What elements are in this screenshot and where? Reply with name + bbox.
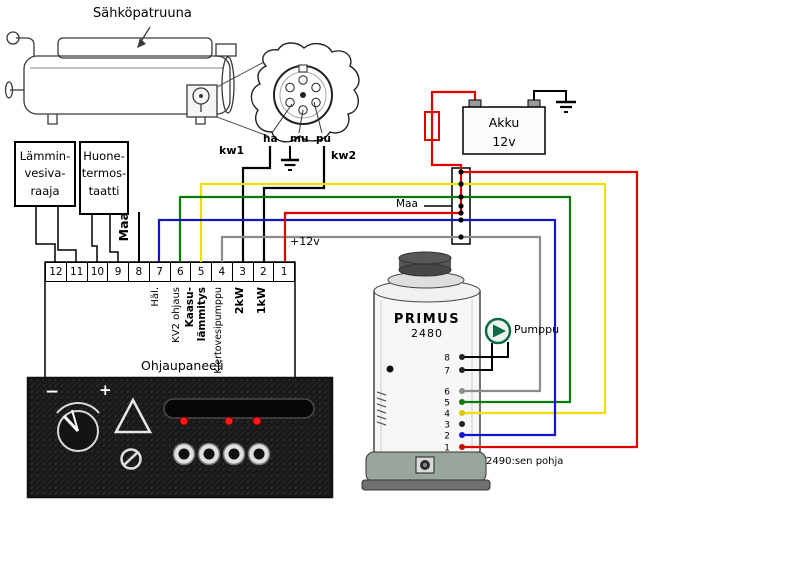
red-led xyxy=(179,416,189,426)
terminal-cell-8: 8 xyxy=(129,263,150,281)
terminal-cell-9: 9 xyxy=(108,263,129,281)
kw2-label: kw2 xyxy=(331,149,357,162)
boiler-terminal-4: 4 xyxy=(444,410,450,420)
terminal-cell-4: 4 xyxy=(212,263,233,281)
control-panel-drawing xyxy=(26,376,334,499)
boiler-label: PRIMUS 2480 xyxy=(387,313,467,339)
water-heater-line: raaja xyxy=(30,183,60,198)
plus12v-label: +12v xyxy=(290,235,320,248)
pump-wires xyxy=(464,342,509,371)
battery-label-line2: 12v xyxy=(492,133,516,149)
wire-gray xyxy=(220,235,542,393)
boiler-terminal-3: 3 xyxy=(444,421,450,431)
label-hal: Häl. xyxy=(150,287,161,307)
terminal-cell-1: 1 xyxy=(280,266,288,278)
warning-triangle-icon xyxy=(113,397,153,434)
electric-heater-drawing xyxy=(4,26,237,125)
boiler-name: PRIMUS xyxy=(393,312,461,327)
boiler-drawing xyxy=(361,251,491,491)
wire-yellow xyxy=(199,182,607,415)
terminal-cell-3: 3 xyxy=(233,263,254,281)
battery-box xyxy=(462,106,546,155)
wire-kw1 xyxy=(241,146,272,262)
terminal-cell-12: 12 xyxy=(46,263,67,281)
boiler-terminal-7: 7 xyxy=(444,367,450,377)
wire-red-circuit xyxy=(283,90,639,449)
label-2kw: 2kW xyxy=(233,287,246,315)
thermostat-box: Huone- termos- taatti xyxy=(79,141,129,215)
water-heater-line: Lämmin- xyxy=(19,149,71,163)
maa-strip-label: Maa xyxy=(116,212,131,242)
control-panel-title: Ohjaupaneeli xyxy=(141,358,224,373)
thermostat-line: taatti xyxy=(88,183,120,198)
thermostat-line: Huone- xyxy=(83,149,125,163)
knob-minus-label: − xyxy=(45,382,60,402)
boiler-terminal-2: 2 xyxy=(444,432,450,442)
pump-icon xyxy=(484,317,512,345)
wire-kw2 xyxy=(262,146,326,262)
boiler-bottom-note: 2490:sen pohja xyxy=(486,456,564,467)
heater-title: Sähköpatruuna xyxy=(93,6,192,21)
junction-block-terminals xyxy=(458,169,464,240)
boiler-indicator-dot xyxy=(386,365,394,373)
label-1kw: 1kW xyxy=(255,287,268,315)
led-bar xyxy=(163,398,315,419)
no-sign-icon xyxy=(120,448,142,470)
ground-icon-battery xyxy=(533,90,576,113)
battery-label: Akku 12v xyxy=(463,114,545,152)
terminal-cell-2: 2 xyxy=(254,263,275,281)
zoom-leader-lines xyxy=(216,61,269,137)
label-kaasu: Kaasu- xyxy=(184,287,196,328)
arrow-icon xyxy=(137,38,146,48)
terminal-strip: 12 11 10 9 8 7 6 5 4 3 2 1 xyxy=(45,262,295,282)
red-led xyxy=(224,416,234,426)
knob-plus-label: + xyxy=(99,381,112,399)
boiler-terminal-1: 1 xyxy=(444,444,450,454)
box-wires xyxy=(35,207,119,262)
boiler-terminal-6: 6 xyxy=(444,388,450,398)
red-led xyxy=(252,416,262,426)
maa-junction-label: Maa xyxy=(396,198,418,210)
fuse-icon xyxy=(424,111,440,141)
panel-buttons xyxy=(172,442,271,466)
pump-label: Pumppu xyxy=(514,323,560,336)
terminal-cell-11: 11 xyxy=(67,263,88,281)
knob-arc xyxy=(56,401,100,414)
label-kv2-ohjaus: KV2 ohjaus xyxy=(171,287,182,343)
wire-green xyxy=(178,195,572,404)
wire-blue xyxy=(157,218,557,437)
pin-mu-label: mu xyxy=(290,133,309,145)
label-lammitys: lämmitys xyxy=(196,287,208,342)
water-heater-line: vesiva- xyxy=(24,166,66,181)
battery-label-line1: Akku xyxy=(488,115,520,130)
battery-drawing xyxy=(462,90,576,155)
kw1-label: kw1 xyxy=(219,144,245,157)
terminal-cell-5: 5 xyxy=(191,263,212,281)
pin-pu-label: pu xyxy=(316,133,331,145)
boiler-terminal-8: 8 xyxy=(444,354,450,364)
terminal-cell-7: 7 xyxy=(150,263,171,281)
terminal-cell-10: 10 xyxy=(88,263,109,281)
boiler-terminals: 8 7 6 5 4 3 2 1 xyxy=(444,354,465,454)
boiler-model: 2480 xyxy=(411,327,443,340)
ground-icon-connector xyxy=(281,146,299,171)
terminal-cell-6: 6 xyxy=(171,263,192,281)
thermostat-line: termos- xyxy=(81,166,127,181)
water-heater-box: Lämmin- vesiva- raaja xyxy=(14,141,76,207)
boiler-terminal-5: 5 xyxy=(444,399,450,409)
pin-ha-label: ha xyxy=(263,133,278,145)
round-connector-icon xyxy=(271,64,333,134)
boiler-grille-icon xyxy=(376,391,387,426)
